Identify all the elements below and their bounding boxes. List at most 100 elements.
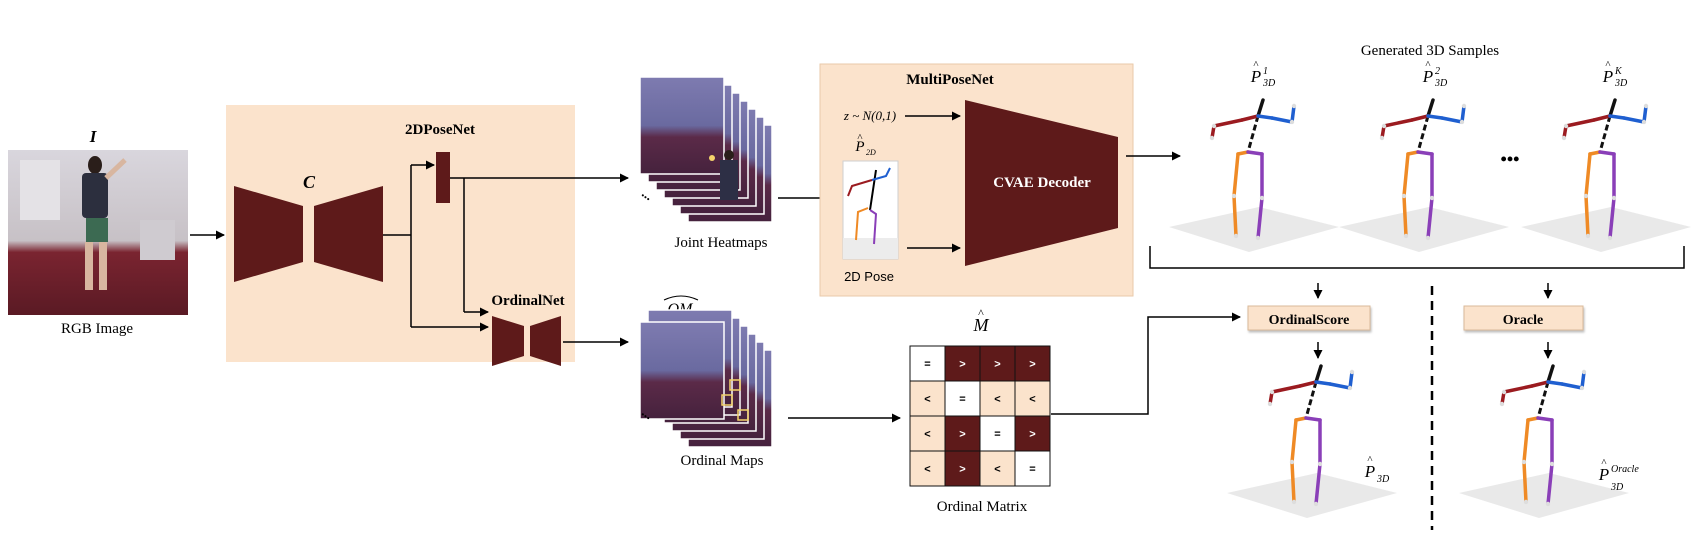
matrix-cell — [944, 380, 981, 417]
skeleton-right-shin — [1426, 196, 1434, 240]
skeleton-left-shoulder — [1592, 114, 1612, 122]
decoder-block — [314, 186, 383, 282]
noise-label: z ~ N(0,1) — [843, 108, 896, 123]
backbone-symbol: C — [303, 172, 316, 192]
joint-heatmaps-stack — [639, 76, 773, 223]
skeleton-joint — [1429, 195, 1435, 201]
result-ordinalscore-hat: ^ — [1367, 454, 1373, 466]
skeleton-left-shoulder — [1298, 380, 1318, 388]
skeleton-joint — [1291, 103, 1297, 109]
skeleton-joint — [1381, 123, 1387, 129]
ordinalscore-box: OrdinalScore — [1247, 305, 1371, 331]
matrix-cell-value: = — [994, 429, 1000, 441]
sample-label-1: ^ P 1 3D — [1250, 59, 1276, 89]
skeleton-neck — [1608, 98, 1617, 118]
matrix-cell-value: < — [924, 394, 930, 406]
sample-label-2-sup: 2 — [1435, 66, 1440, 77]
2dposenet-label: 2DPoseNet — [405, 122, 475, 138]
skeleton-spine — [1246, 115, 1260, 153]
pose2d-symbol: P — [854, 139, 864, 155]
sample-label-k-sub: 3D — [1614, 78, 1628, 89]
skeleton-left-shin — [1232, 194, 1238, 238]
skeleton-joint — [1549, 461, 1555, 467]
skeleton-joint — [1349, 369, 1355, 375]
skeleton-left-upper-arm — [1270, 384, 1302, 394]
matrix-cell — [979, 345, 1016, 382]
skeleton-left-thigh — [1290, 418, 1298, 464]
samples-title: Generated 3D Samples — [1361, 43, 1499, 59]
matrix-cell-value: > — [1029, 429, 1035, 441]
sample-label-2: ^ P 2 3D — [1422, 59, 1448, 89]
matrix-cell — [1014, 450, 1051, 487]
skeleton-joint — [1231, 193, 1237, 199]
sample-label-2-base: P — [1422, 67, 1433, 86]
pose2d-hat: ^ — [857, 132, 863, 144]
skeleton-right-upper-arm — [1622, 116, 1646, 124]
result-oracle-sub: 3D — [1610, 482, 1624, 493]
matrix-cell-value: < — [994, 394, 1000, 406]
skeleton-neck — [1546, 364, 1555, 384]
skeleton-right-upper-arm — [1328, 382, 1352, 390]
result-oracle-sup: Oracle — [1611, 464, 1639, 475]
skeleton-joint — [1209, 135, 1215, 141]
skeleton-joint — [1291, 499, 1297, 505]
matrix-cell-value: < — [924, 429, 930, 441]
skeleton-right-shoulder — [1426, 114, 1444, 120]
sample-pose-1 — [1169, 98, 1339, 252]
ordinal-matrix-hat: ^ — [978, 306, 984, 320]
skeleton-joint — [1523, 499, 1529, 505]
skeleton-spine — [1416, 115, 1430, 153]
cvae-decoder-block — [965, 100, 1118, 266]
ordinal-maps-stack — [639, 309, 773, 448]
skeleton-joint — [1317, 461, 1323, 467]
sample-label-k-sup: K — [1614, 66, 1623, 77]
ordinalscore-label: OrdinalScore — [1269, 313, 1350, 328]
skeleton-left-shoulder — [1240, 114, 1260, 122]
samples-bracket — [1149, 246, 1685, 269]
skeleton-joint — [1641, 119, 1647, 125]
skeleton-right-shin — [1608, 196, 1616, 240]
matrix-cell-value: > — [959, 464, 965, 476]
skeleton-joint — [1583, 193, 1589, 199]
skeleton-left-thigh — [1522, 418, 1530, 464]
skeleton-joint — [1289, 459, 1295, 465]
matrix-cell-value: < — [1029, 394, 1035, 406]
skeleton-right-upper-arm — [1560, 382, 1584, 390]
ordinal-maps-caption: Ordinal Maps — [681, 453, 764, 469]
samples-ellipsis: ••• — [1501, 149, 1520, 169]
sample-label-1-sup: 1 — [1263, 66, 1268, 77]
matrix-cell-value: = — [924, 359, 930, 371]
2dposenet-block — [436, 152, 450, 203]
ordinal-matrix-section: M ^ =>>><=<<<>=><><= Ordinal Matrix — [909, 306, 1051, 515]
skeleton-left-shoulder — [1530, 380, 1550, 388]
skeleton-left-upper-arm — [1502, 384, 1534, 394]
skeleton-spine — [1536, 381, 1550, 419]
skeleton-joint — [1269, 389, 1275, 395]
skeleton-joint — [1545, 501, 1551, 507]
matrix-cell-value: > — [959, 359, 965, 371]
skeleton-right-shin — [1314, 462, 1322, 506]
skeleton-left-shin — [1584, 194, 1590, 238]
skeleton-left-shin — [1522, 460, 1528, 504]
encoder-block — [234, 186, 303, 282]
floor-plane — [1521, 207, 1691, 252]
skeleton-joint — [1425, 235, 1431, 241]
sample-label-1-sub: 3D — [1262, 78, 1276, 89]
skeleton-joint — [1585, 233, 1591, 239]
skeleton-left-shin — [1290, 460, 1296, 504]
sample-label-k-base: P — [1602, 67, 1613, 86]
skeleton-spine — [1304, 381, 1318, 419]
ordinal-matrix-grid: =>>><=<<<>=><><= — [909, 345, 1051, 487]
skeleton-right-shoulder — [1608, 114, 1626, 120]
skeleton-joint — [1581, 369, 1587, 375]
matrix-cell-value: = — [1029, 464, 1035, 476]
result-pose-ordinalscore — [1227, 364, 1397, 518]
skeleton-joint — [1521, 459, 1527, 465]
skeleton-left-thigh — [1584, 152, 1592, 198]
matrix-cell — [1014, 415, 1051, 452]
skeleton-neck — [1314, 364, 1323, 384]
result-oracle-label: ^ P Oracle 3D — [1598, 457, 1640, 493]
skeleton-right-hip — [1246, 150, 1264, 156]
sample-label-2-hat: ^ — [1425, 59, 1431, 71]
skeleton-joint — [1501, 389, 1507, 395]
